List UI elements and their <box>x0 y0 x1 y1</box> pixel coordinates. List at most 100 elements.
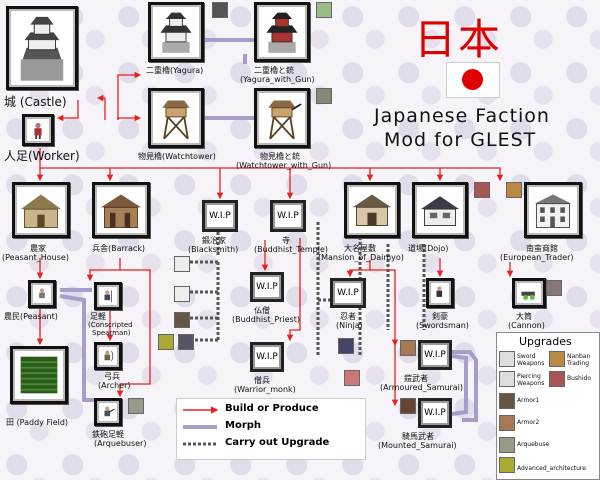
watchtower-gun-label: 物見櫓と銃 <box>260 152 300 161</box>
ninja-upgrade-icon <box>338 338 354 354</box>
archer-icon <box>104 350 114 362</box>
arquebuser-icon <box>104 406 115 417</box>
title-line-2: Mod for GLEST <box>384 129 537 151</box>
peasant-house-node[interactable] <box>12 182 70 238</box>
paddy-field-node[interactable] <box>10 346 68 404</box>
dojo-label: 道場(Dojo) <box>408 244 449 253</box>
peasant-house-label: 農家 <box>30 244 46 253</box>
upgrades-title: Upgrades <box>519 335 572 348</box>
blacksmith-label: 鍛冶家 <box>202 236 226 245</box>
cannon-node[interactable] <box>512 278 546 308</box>
japan-flag <box>446 62 500 98</box>
armoured-label: 鎧武者 <box>404 374 428 383</box>
kanji-title: 日本 <box>414 15 503 64</box>
cannon-upgrade-icon <box>546 280 562 296</box>
mansion-node[interactable] <box>344 182 400 238</box>
spearman-label-en1: (Conscripted <box>88 321 133 329</box>
priest-node[interactable]: W.I.P <box>250 272 284 302</box>
monk-label: 僧兵 <box>254 376 270 385</box>
archer-node[interactable] <box>94 342 122 370</box>
monk-node[interactable]: W.I.P <box>250 342 284 372</box>
temple-node[interactable]: W.I.P <box>270 200 306 232</box>
legend: Build or Produce Morph Carry out Upgrade <box>176 398 366 460</box>
arquebuser-node[interactable] <box>94 398 122 426</box>
dojo-node[interactable] <box>412 182 468 238</box>
title-line-1: Japanese Faction <box>374 105 550 127</box>
ninja-node[interactable]: W.I.P <box>330 278 366 308</box>
watchtower-gun-icon <box>268 100 302 140</box>
priest-label: 仏僧 <box>254 306 270 315</box>
ninja-label: 忍者 <box>340 312 356 321</box>
worker-icon <box>34 122 42 139</box>
sword-weapons-label: Sword Weapons <box>517 353 545 367</box>
castle-label: 城 (Castle) <box>4 95 67 109</box>
sword-weapons-icon <box>499 351 515 367</box>
european-trader-icon <box>534 194 572 228</box>
paddy-field-icon <box>20 356 58 394</box>
worker-label: 人足(Worker) <box>4 149 80 163</box>
peasant-node[interactable] <box>28 280 56 308</box>
armoured-side-icon <box>344 370 360 386</box>
arquebuser-label: 鉄砲足軽 <box>92 430 124 439</box>
watchtower-icon <box>162 100 190 140</box>
arquebuse-label: Arquebuse <box>517 441 550 448</box>
armor1-icon <box>499 393 515 409</box>
swordsman-label-en: (Swordsman) <box>416 321 469 330</box>
barrack-node[interactable] <box>92 182 150 238</box>
mounted-samurai-node[interactable]: W.I.P <box>418 398 452 428</box>
barrack-icon <box>100 194 142 228</box>
watchtower-gun-upgrade-icon <box>316 88 332 104</box>
priest-label-en: (Buddhist_Priest) <box>232 315 300 324</box>
piercing-upgrade-icon <box>174 286 190 302</box>
bushido-icon <box>549 371 565 387</box>
yagura-gun-node[interactable] <box>254 2 310 62</box>
mounted-label: 騎馬武者 <box>402 432 434 441</box>
spearman-label-en2: Spearman) <box>92 329 131 337</box>
cannon-label-en: (Cannon) <box>508 321 545 330</box>
nanban-trading-label: Nanban Trading <box>567 353 591 367</box>
swordsman-label: 剣豪 <box>432 312 448 321</box>
bushido-label: Bushido <box>567 375 591 382</box>
armor2-icon <box>499 415 515 431</box>
yagura-label: 二重櫓(Yagura) <box>146 66 204 75</box>
temple-label: 寺 <box>282 236 290 245</box>
yagura-gun-upgrade-icon <box>316 2 332 18</box>
dojo-icon <box>420 196 460 226</box>
arquebuser-upgrade-icon <box>128 398 144 414</box>
arquebuser-label-en: (Arquebuser) <box>94 439 147 448</box>
armoured-label-en: (Armoured_Samurai) <box>380 383 463 392</box>
yagura-gun-icon <box>266 12 298 53</box>
blacksmith-node[interactable]: W.I.P <box>202 200 238 232</box>
build-lines <box>36 71 514 429</box>
armor1-label: Armor1 <box>517 397 540 404</box>
paddy-field-label: 田 (Paddy Field) <box>6 418 69 427</box>
yagura-icon <box>160 12 192 53</box>
arquebuse-upgrade-icon-a <box>158 334 174 350</box>
barrack-label: 兵舎(Barrack) <box>92 244 146 253</box>
european-label: 南蛮商館 <box>526 244 558 253</box>
watchtower-gun-node[interactable] <box>254 88 310 148</box>
sword-upgrade-icon <box>174 256 190 272</box>
armoured-samurai-node[interactable]: W.I.P <box>418 340 452 370</box>
armoured-upgrade-icon <box>400 340 416 356</box>
upgrade-lines <box>180 222 426 355</box>
swordsman-icon <box>436 286 443 297</box>
yagura-node[interactable] <box>148 2 204 62</box>
legend-build: Build or Produce <box>225 403 319 414</box>
castle-icon <box>20 16 64 81</box>
cannon-label: 大筒 <box>516 312 532 321</box>
castle-node[interactable] <box>6 6 78 90</box>
advanced-architecture-label: Advanced_architecture <box>517 465 586 472</box>
piercing-weapons-icon <box>499 371 515 387</box>
mansion-label-en: (Mansion_of_Daimyo) <box>318 253 404 262</box>
armor2-label: Armor2 <box>517 419 540 426</box>
watchtower-node[interactable] <box>148 88 204 148</box>
european-trader-node[interactable] <box>524 182 582 238</box>
yagura-gun-label: 二重櫓と銃 <box>254 66 294 75</box>
worker-node[interactable] <box>22 114 54 146</box>
swordsman-node[interactable] <box>426 278 454 308</box>
archer-label: 弓兵 <box>104 372 120 381</box>
spearman-node[interactable] <box>94 282 122 310</box>
